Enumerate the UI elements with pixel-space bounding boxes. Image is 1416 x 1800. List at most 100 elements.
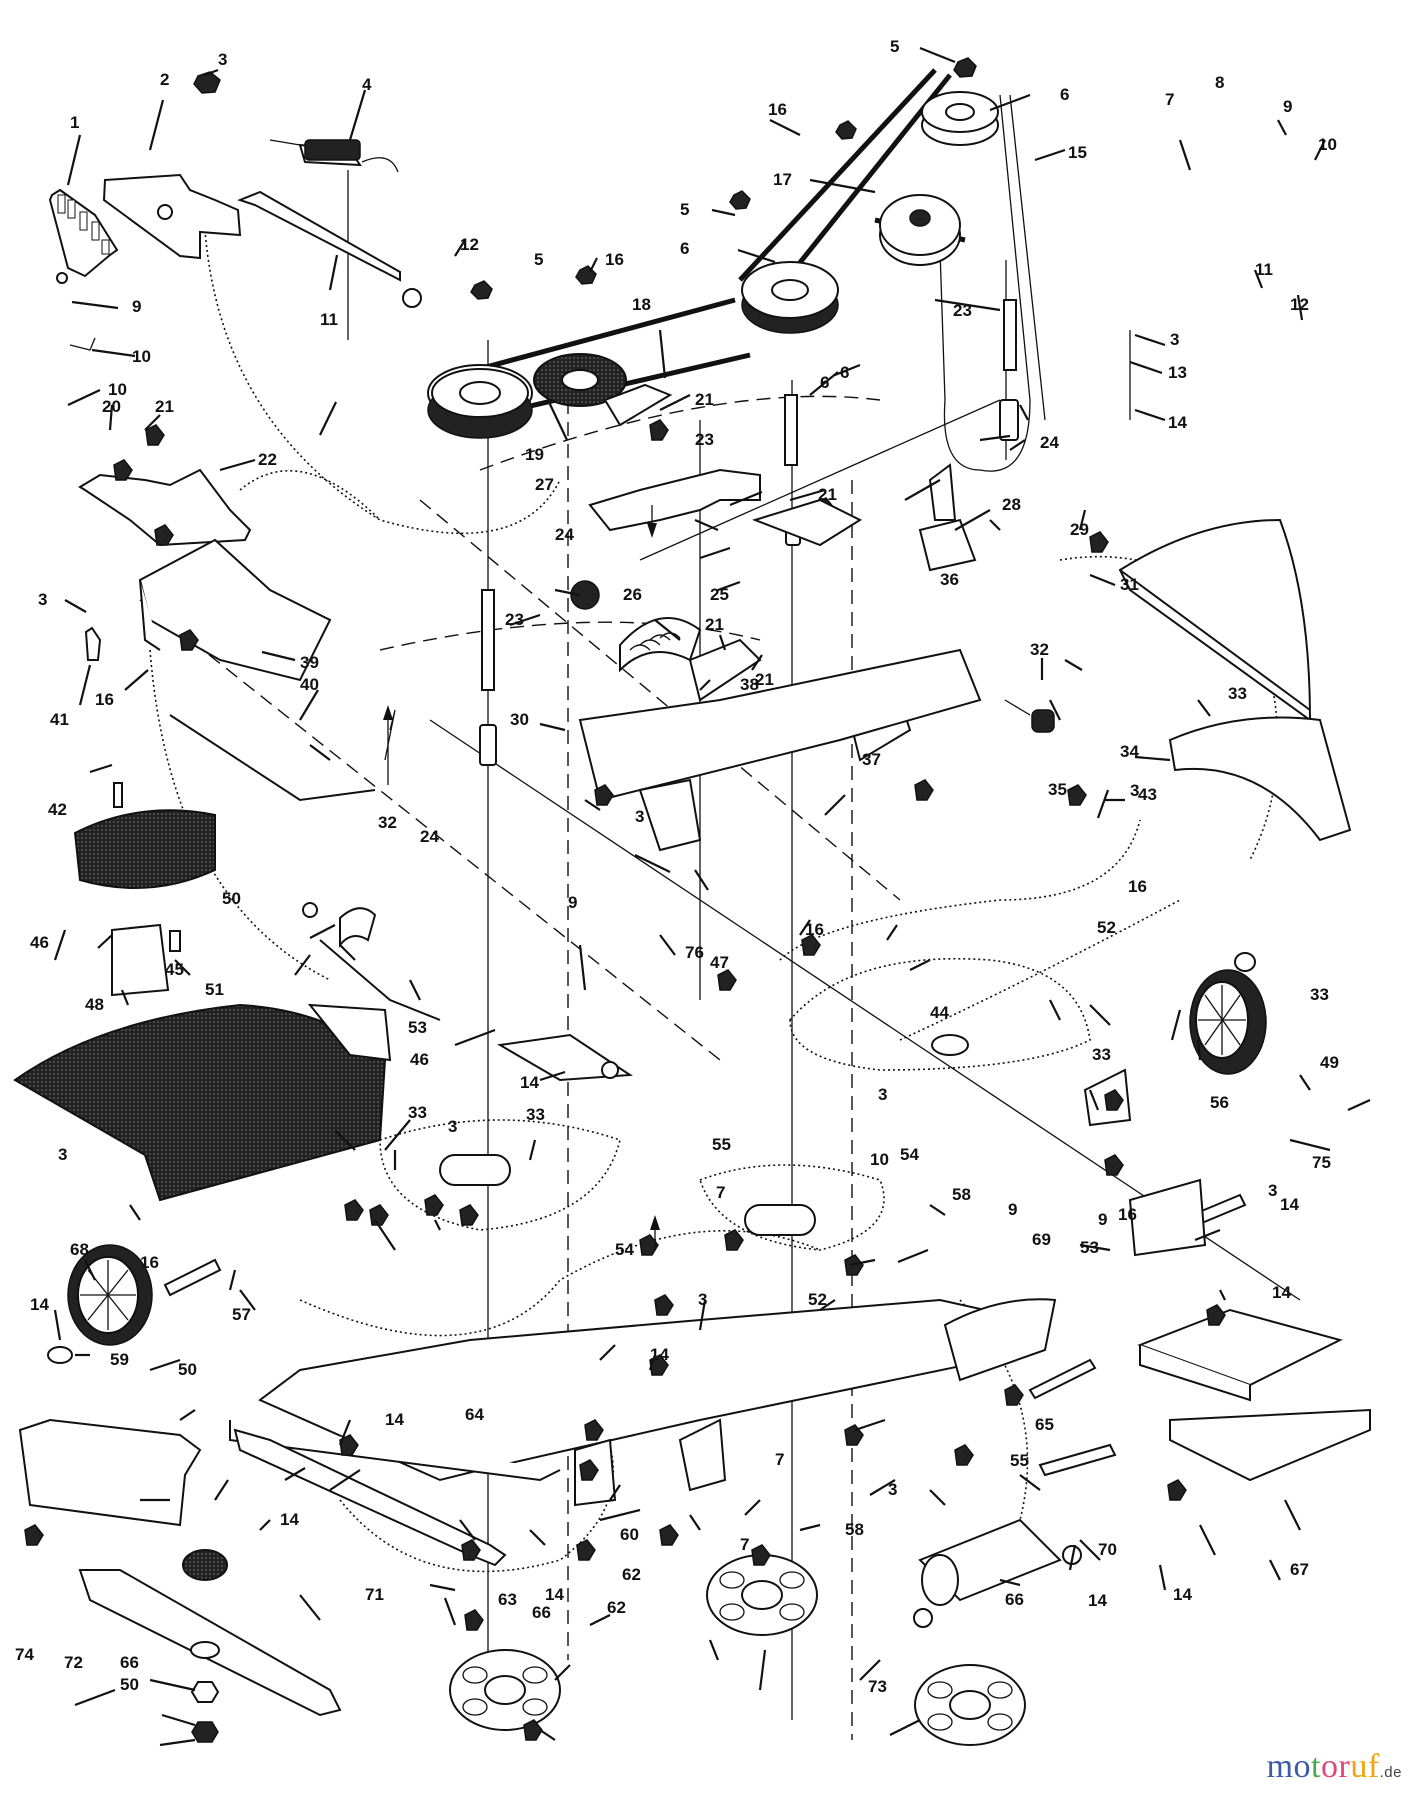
- part-label: 15: [1068, 143, 1087, 162]
- part-label: 17: [773, 170, 792, 189]
- part-label: 16: [95, 690, 114, 709]
- part-label: 7: [1165, 90, 1174, 109]
- part-label: 65: [1035, 1415, 1054, 1434]
- part-label: 53: [1080, 1238, 1099, 1257]
- part-label: 16: [768, 100, 787, 119]
- watermark-letter: u: [1350, 1748, 1368, 1785]
- part-label: 53: [408, 1018, 427, 1037]
- part-label: 24: [420, 827, 439, 846]
- part-label: 14: [1272, 1283, 1291, 1302]
- springs: [339, 580, 1055, 948]
- part-label: 33: [1310, 985, 1329, 1004]
- part-label: 35: [1048, 780, 1067, 799]
- part-label: 73: [868, 1677, 887, 1696]
- part-label: 33: [1228, 684, 1247, 703]
- part-label: 24: [1040, 433, 1059, 452]
- part-label: 14: [385, 1410, 404, 1429]
- part-label: 14: [30, 1295, 49, 1314]
- part-label: 21: [155, 397, 174, 416]
- part-label: 8: [1215, 73, 1224, 92]
- part-label: 43: [1138, 785, 1157, 804]
- part-label: 21: [705, 615, 724, 634]
- part-label: 48: [85, 995, 104, 1014]
- part-label: 34: [1120, 742, 1139, 761]
- part-label: 10: [108, 380, 127, 399]
- part-label: 21: [818, 485, 837, 504]
- watermark-letter: o: [1293, 1748, 1312, 1785]
- part-label: 32: [378, 813, 397, 832]
- part-label: 9: [1098, 1210, 1107, 1229]
- part-label: 50: [178, 1360, 197, 1379]
- part-label: 52: [808, 1290, 827, 1309]
- watermark-logo: motoruf.de: [1267, 1748, 1402, 1786]
- part-label: 3: [1268, 1181, 1277, 1200]
- part-label: 27: [535, 475, 554, 494]
- part-label: 3: [1170, 330, 1179, 349]
- part-label: 36: [940, 570, 959, 589]
- part-label: 41: [50, 710, 69, 729]
- part-label: 62: [622, 1565, 641, 1584]
- part-label: 16: [1118, 1205, 1137, 1224]
- pulley-belt-system: [427, 57, 1046, 472]
- part-label: 68: [70, 1240, 89, 1259]
- part-label: 39: [300, 653, 319, 672]
- wheels: [47, 952, 1267, 1364]
- part-label: 64: [465, 1405, 484, 1424]
- part-label: 3: [1130, 781, 1139, 800]
- part-label: 10: [1318, 135, 1337, 154]
- part-label: 10: [132, 347, 151, 366]
- watermark-tld: .de: [1379, 1764, 1402, 1781]
- part-label: 57: [232, 1305, 251, 1324]
- height-adjust-bracket: [48, 71, 422, 351]
- part-label: 6: [680, 239, 689, 258]
- part-label: 22: [258, 450, 277, 469]
- part-label: 55: [712, 1135, 731, 1154]
- part-label: 23: [505, 610, 524, 629]
- part-label: 31: [1120, 575, 1139, 594]
- direction-arrows: [383, 505, 660, 1250]
- part-label: 63: [498, 1590, 517, 1609]
- leader-lines: [53, 46, 1371, 1747]
- part-label: 66: [532, 1603, 551, 1622]
- part-label: 46: [30, 933, 49, 952]
- part-label: 51: [205, 980, 224, 999]
- part-label: 25: [710, 585, 729, 604]
- part-label: 54: [615, 1240, 634, 1259]
- part-label: 9: [1008, 1200, 1017, 1219]
- part-label: 10: [870, 1150, 889, 1169]
- part-label: 14: [545, 1585, 564, 1604]
- part-label: 6: [1060, 85, 1069, 104]
- part-label: 4: [362, 75, 372, 94]
- part-label: 11: [1255, 260, 1273, 279]
- part-label: 14: [1088, 1591, 1107, 1610]
- part-label: 1: [70, 113, 79, 132]
- part-label: 18: [632, 295, 651, 314]
- grass-catcher: [13, 1003, 392, 1202]
- part-label: 12: [1290, 295, 1309, 314]
- part-label: 52: [1097, 918, 1116, 937]
- part-label: 7: [775, 1450, 784, 1469]
- watermark-letter: m: [1266, 1748, 1294, 1785]
- part-label: 38: [740, 675, 759, 694]
- part-label: 76: [685, 943, 704, 962]
- part-label: 20: [102, 397, 121, 416]
- part-label: 66: [120, 1653, 139, 1672]
- part-label: 47: [710, 953, 729, 972]
- part-label: 50: [222, 889, 241, 908]
- part-label: 56: [1210, 1093, 1229, 1112]
- part-label: 33: [408, 1103, 427, 1122]
- part-label: 2: [160, 70, 169, 89]
- part-label: 13: [1168, 363, 1187, 382]
- blades-and-baffles: [18, 1418, 507, 1743]
- part-label: 54: [900, 1145, 919, 1164]
- part-label: 42: [48, 800, 67, 819]
- part-label: 6: [840, 363, 849, 382]
- part-label: 33: [526, 1105, 545, 1124]
- part-label: 66: [1005, 1590, 1024, 1609]
- part-label: 3: [448, 1117, 457, 1136]
- part-label: 21: [755, 670, 774, 689]
- part-label: 9: [132, 297, 141, 316]
- part-label: 55: [1010, 1451, 1029, 1470]
- part-label: 5: [534, 250, 543, 269]
- part-label: 3: [698, 1290, 707, 1309]
